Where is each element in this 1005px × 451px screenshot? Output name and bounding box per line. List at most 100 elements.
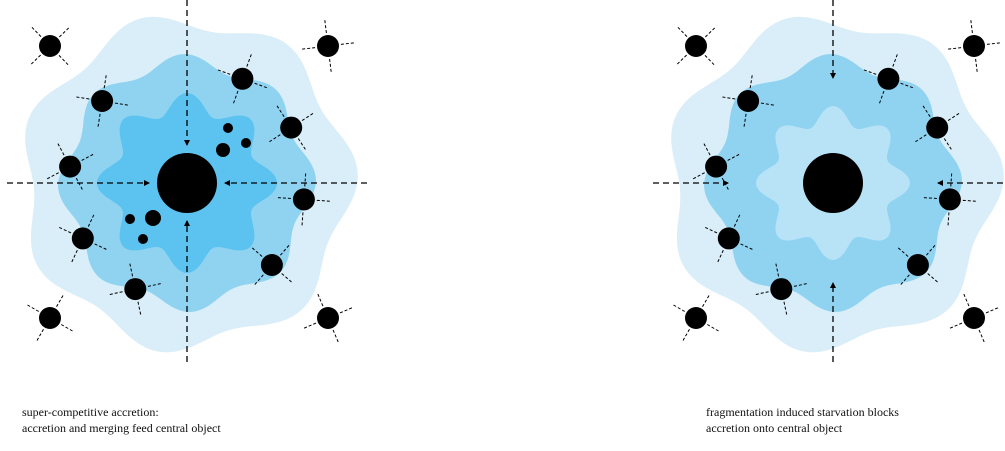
left-satellite-spoke (329, 58, 332, 74)
left-satellite-spoke (128, 261, 134, 277)
right-satellite-spoke (740, 243, 755, 251)
right-central-object (803, 153, 863, 213)
right-satellite-spoke (681, 329, 690, 343)
right-satellite-object (896, 243, 940, 287)
left-small-fragments (125, 123, 251, 244)
left-satellite-dot (231, 67, 254, 90)
right-satellite-spoke (896, 246, 909, 257)
left-satellite-dot (39, 307, 61, 329)
left-satellite-spoke (74, 96, 90, 100)
left-satellite-spoke (59, 26, 71, 38)
right-satellite-spoke (676, 25, 688, 37)
left-satellite-object (45, 141, 96, 192)
left-satellite-dot (292, 188, 315, 211)
right-satellite-spoke (975, 58, 978, 74)
left-satellite-spoke (25, 303, 39, 312)
right-satellite-object (720, 73, 776, 129)
right-satellite-spoke (702, 141, 711, 156)
left-satellite-object (250, 243, 294, 287)
right-satellite-spoke (671, 303, 685, 312)
right-satellite-spoke (947, 111, 961, 121)
left-satellite-spoke (215, 68, 231, 75)
left-satellite-spoke (304, 171, 307, 187)
right-satellite-dot (705, 155, 728, 178)
left-satellite-object (57, 212, 109, 264)
left-panel (7, 0, 367, 362)
right-satellite-spoke (927, 273, 940, 284)
right-satellite-dot (770, 278, 793, 301)
left-fragment (138, 234, 148, 244)
right-satellite-spoke (900, 82, 915, 89)
right-satellite-dot (963, 35, 985, 57)
right-satellite-spoke (950, 171, 953, 187)
right-satellite-spoke (721, 177, 730, 192)
right-satellite-spoke (675, 54, 687, 66)
right-satellite-object (921, 171, 978, 228)
right-satellite-spoke (892, 52, 899, 67)
left-satellite-spoke (29, 54, 41, 66)
left-satellite-spoke (58, 55, 70, 67)
right-satellite-spoke (749, 73, 753, 89)
right-satellite-spoke (962, 292, 970, 307)
right-satellite-spoke (926, 243, 937, 256)
left-satellite-dot (280, 116, 303, 139)
left-fragment (241, 138, 251, 148)
right-caption-line-1: fragmentation induced starvation blocks (706, 405, 899, 419)
right-satellite-dot (938, 188, 961, 211)
left-satellite-spoke (316, 199, 332, 202)
left-satellite-spoke (332, 329, 340, 344)
right-satellite-object (691, 141, 742, 192)
right-satellite-spoke (861, 68, 877, 75)
left-infall-arrows (7, 0, 367, 362)
left-satellite-spoke (35, 329, 44, 343)
right-satellite-spoke (703, 226, 718, 234)
left-satellite-spoke (87, 212, 96, 227)
right-satellite-spoke (727, 152, 742, 161)
right-satellite-dot (906, 254, 929, 276)
right-caption-line-2: accretion onto central object (706, 421, 843, 435)
right-satellite-spoke (962, 199, 978, 202)
left-satellite-spoke (56, 293, 65, 307)
right-satellite-spoke (733, 212, 742, 227)
right-satellite-spoke (986, 42, 1002, 45)
left-satellite-dot (71, 227, 94, 250)
right-satellite-dot (717, 227, 740, 250)
left-fragment (216, 143, 230, 157)
left-satellite-spoke (107, 291, 123, 296)
left-satellite-object (267, 103, 315, 152)
left-satellite-spoke (254, 82, 269, 89)
left-satellite-spoke (57, 226, 72, 234)
right-caption: fragmentation induced starvation blocks … (706, 404, 899, 436)
right-satellite-spoke (947, 212, 950, 228)
right-satellite-object (675, 25, 717, 67)
right-satellite-spoke (913, 134, 927, 144)
left-satellite-object (74, 73, 130, 129)
left-satellite-spoke (97, 113, 101, 129)
right-panel (653, 0, 1005, 362)
right-satellite-object (861, 52, 915, 106)
right-satellite-object (671, 293, 721, 343)
left-satellite-spoke (340, 42, 356, 45)
right-satellite-object (946, 18, 1002, 74)
left-caption-line-2: accretion and merging feed central objec… (22, 421, 221, 435)
left-satellite-spoke (246, 52, 253, 67)
right-infall-arrows (653, 0, 1005, 362)
right-satellite-spoke (743, 113, 747, 129)
left-satellite-dot (39, 35, 61, 57)
right-satellite-spoke (691, 172, 705, 181)
left-satellite-object (25, 293, 75, 343)
left-satellite-spoke (275, 196, 291, 200)
left-central-object (157, 153, 217, 213)
right-satellite-spoke (921, 196, 937, 200)
right-satellite-dot (737, 90, 760, 112)
left-satellite-spoke (324, 18, 327, 34)
left-satellite-spoke (297, 138, 307, 152)
left-satellite-spoke (147, 282, 163, 287)
right-satellite-object (753, 261, 809, 317)
left-fragment (125, 214, 135, 224)
left-satellite-spoke (267, 134, 281, 144)
left-satellite-spoke (253, 274, 264, 287)
right-satellite-spoke (899, 274, 910, 287)
right-satellite-object (703, 212, 755, 264)
left-satellite-spoke (81, 152, 96, 161)
